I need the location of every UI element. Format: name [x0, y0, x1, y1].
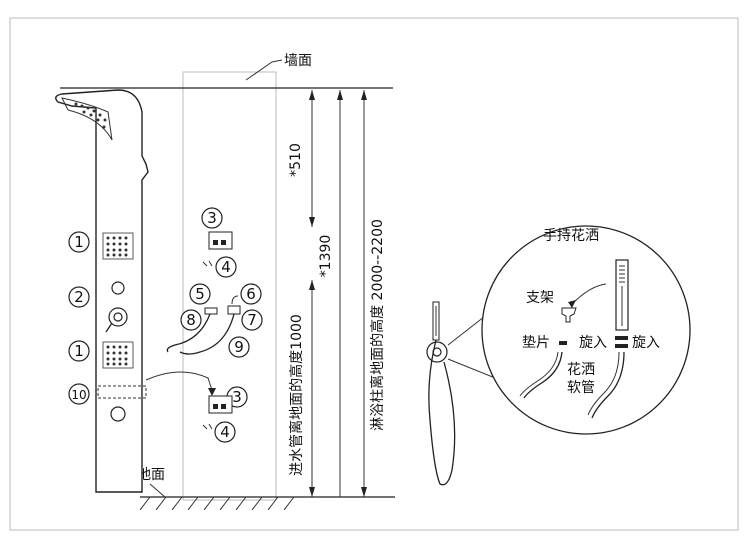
hose-label-2: 软管 — [567, 380, 595, 396]
callout-1-bottom — [68, 340, 90, 362]
callout-3-upper-text: 3 — [207, 209, 217, 227]
inlet-hose-1 — [166, 313, 211, 353]
callout-8 — [180, 309, 202, 331]
tub-spout-upper — [208, 231, 233, 250]
hose-label-1: 花洒 — [567, 362, 595, 378]
shower-hose — [428, 339, 456, 486]
handheld-label: 手持花洒 — [543, 228, 599, 244]
shower-panel — [55, 89, 149, 493]
connector-top — [615, 336, 628, 340]
compartment-arrow — [145, 371, 213, 391]
gasket-label: 垫片 — [522, 335, 550, 351]
callout-2 — [68, 286, 90, 308]
mixer-handle — [105, 322, 113, 333]
screw-in-label-1: 旋入 — [579, 335, 607, 351]
callout-1-top — [68, 231, 90, 253]
callout-1-bottom-text: 1 — [74, 342, 84, 360]
screw-in-label-2: 旋入 — [632, 335, 660, 351]
callout-3-upper — [201, 207, 223, 229]
dim-510-label: *510 — [288, 143, 304, 177]
hose-end-right — [591, 351, 625, 419]
callout-7 — [241, 309, 263, 331]
rain-head — [61, 97, 113, 141]
callout-2-text: 2 — [74, 288, 84, 306]
callout-4-upper-text: 4 — [221, 258, 231, 276]
screw-icon-lower — [202, 423, 213, 430]
compartment-arrowhead — [208, 388, 216, 396]
body-jet-bottom — [102, 341, 134, 369]
tub-spout-lower — [208, 395, 233, 414]
bracket-label: 支架 — [526, 290, 554, 306]
pipe-fitting-left — [204, 307, 218, 315]
callout-1-top-text: 1 — [74, 233, 84, 251]
callout-8-text: 8 — [186, 311, 196, 329]
dim-1000-label: 进水管离地面的高度1000 — [288, 314, 305, 476]
callout-4-lower-text: 4 — [220, 423, 230, 441]
callout-4-lower — [214, 421, 236, 443]
connector-bottom — [615, 344, 628, 348]
diverter-knob — [111, 281, 125, 295]
ground-hatching — [139, 496, 295, 511]
pipe-fitting-right — [227, 305, 241, 315]
dim-2000-line — [361, 90, 367, 497]
floor-leader — [149, 483, 166, 498]
wall-label: 墙面 — [284, 53, 312, 69]
hose-end-left — [523, 351, 563, 399]
callout-5 — [189, 283, 211, 305]
tub-spout-knob — [110, 406, 126, 422]
callout-10 — [68, 383, 90, 405]
dim-510-line — [309, 90, 315, 227]
handheld-grip-lines — [619, 265, 625, 283]
callout-10-text: 10 — [71, 388, 86, 402]
inlet-hose-2 — [179, 313, 235, 355]
bracket-icon — [561, 307, 577, 323]
callout-4-upper — [215, 256, 237, 278]
callout-5-text: 5 — [195, 285, 205, 303]
fitting-arc — [231, 295, 239, 305]
dim-1390-label: *1390 — [318, 235, 334, 278]
callout-7-text: 7 — [247, 311, 257, 329]
body-jet-top — [102, 232, 134, 260]
callout-9 — [228, 336, 250, 358]
callout-6 — [240, 283, 262, 305]
screw-icon-upper — [202, 260, 213, 267]
dim-2000-label: 淋浴柱离地面的高度 2000--2200 — [369, 219, 386, 431]
mixer-knob-center — [113, 312, 123, 322]
outer-frame — [9, 17, 739, 531]
callout-6-text: 6 — [246, 285, 256, 303]
detail-circle — [481, 225, 691, 435]
callout-3-lower-text: 3 — [232, 388, 242, 406]
dim-1000-line — [309, 280, 315, 497]
floor-label: 地面 — [137, 467, 165, 483]
rain-head-nozzles — [74, 102, 107, 129]
callout-9-text: 9 — [234, 338, 244, 356]
wall-leader — [245, 59, 283, 81]
gasket-icon — [559, 341, 567, 345]
dim-1390-line — [337, 90, 343, 497]
wall-panel — [182, 71, 277, 501]
